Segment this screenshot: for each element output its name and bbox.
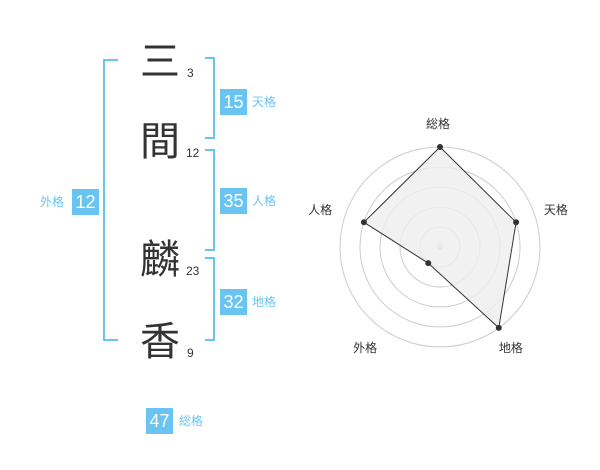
radar-chart [339,144,541,348]
name-char-2: 間 [140,119,180,165]
name-char-3: 麟 [140,237,180,283]
jinkaku-bracket [205,149,215,251]
soukaku-label: 総格 [179,414,204,428]
name-char-4: 香 [140,319,180,365]
radar-point-3 [425,260,432,267]
radar-point-4 [360,219,367,226]
radar-axis-label: 地格 [498,341,523,356]
chikaku-label: 地格 [252,295,277,309]
radar-point-2 [495,324,502,331]
name-char-1: 三 [140,39,180,85]
gaikaku-label: 外格 [40,195,65,209]
radar-axis-label: 外格 [353,341,378,356]
stroke-count-4: 9 [187,346,194,360]
gaikaku-bracket [103,59,118,341]
stroke-count-1: 3 [187,66,194,80]
chikaku-bracket [205,257,215,341]
bracket-lines [103,57,215,341]
radar-point-1 [513,219,520,226]
gaikaku-value: 12 [72,189,99,215]
jinkaku-label: 人格 [252,194,277,208]
radar-polygon [363,146,517,329]
radar-axis-label: 天格 [543,202,568,217]
soukaku-value: 47 [146,408,173,434]
radar-shape [363,146,517,329]
chikaku-value: 32 [220,289,247,315]
stroke-count-3: 23 [186,264,200,278]
radar-axis-label: 総格 [426,117,451,131]
radar-points [360,144,520,331]
tenkaku-bracket [205,57,215,139]
radar-point-0 [437,144,443,150]
tenkaku-value: 15 [220,89,247,115]
jinkaku-value: 35 [220,188,247,214]
stroke-count-2: 12 [186,146,200,160]
radar-axis-label: 人格 [308,202,333,217]
tenkaku-label: 天格 [252,95,277,109]
